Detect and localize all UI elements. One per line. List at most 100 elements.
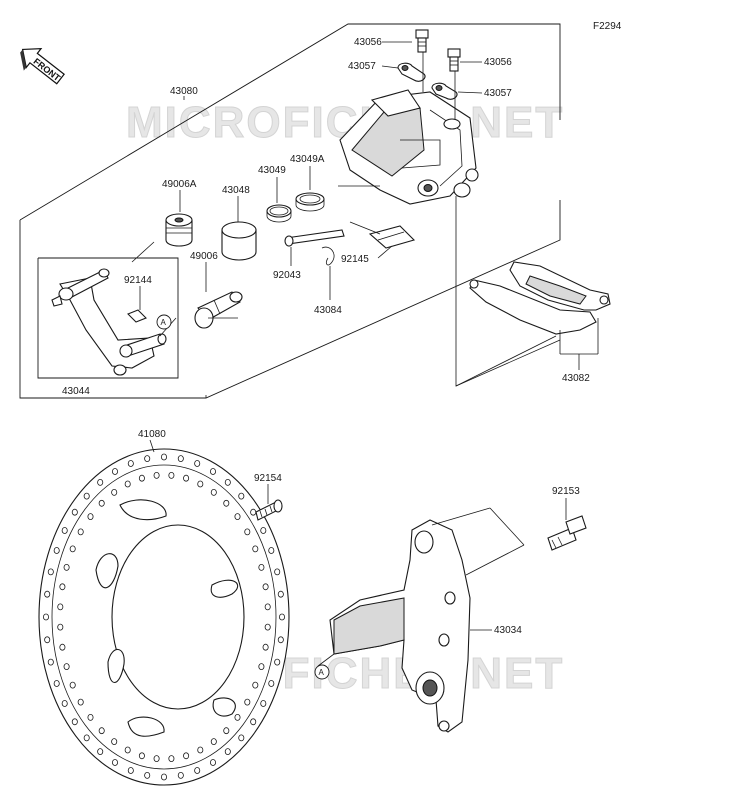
disc-hole (43, 613, 50, 621)
watermark-top: MICROFICHES.NET (126, 98, 564, 147)
bracket-subframe (37, 257, 179, 379)
disc-hole (124, 480, 131, 488)
disc-hole (183, 752, 190, 760)
label-92144: 92144 (124, 275, 152, 286)
brake-disc (38, 448, 290, 786)
disc-hole (260, 700, 267, 707)
label-92043: 92043 (273, 270, 301, 281)
disc-hole (98, 499, 105, 507)
disc-hole (209, 468, 216, 475)
bleeder-cap-a (397, 62, 426, 82)
leader-lines (131, 41, 599, 667)
disc-hole (87, 513, 94, 520)
boot-49006 (194, 291, 243, 329)
pad-pin (284, 229, 345, 247)
label-43044: 43044 (62, 386, 90, 397)
caliper-assembly-frame (19, 23, 561, 221)
disc-hole (274, 568, 281, 576)
disc-hole (160, 453, 167, 461)
disc-hole (111, 738, 118, 745)
disc-hole (277, 590, 284, 598)
disc-hole (209, 759, 216, 766)
caliper-mounting-bracket (329, 519, 471, 733)
disc-hole (234, 714, 241, 721)
svg-text:A: A (319, 668, 325, 677)
piston-seal (266, 204, 292, 223)
ref-marker-bottom: A (314, 664, 330, 680)
disc-hole (250, 508, 257, 516)
disc-hole (258, 663, 265, 670)
label-43049A: 43049A (290, 154, 325, 165)
disc-hole (224, 748, 231, 755)
bleeder-screw-b (447, 48, 461, 72)
disc-hole (223, 727, 230, 735)
disc-hole (262, 643, 269, 651)
disc-hole (97, 748, 104, 755)
piston (221, 221, 257, 261)
disc-hole (77, 528, 84, 536)
disc-hole (63, 663, 70, 670)
bleeder-cap-b (431, 82, 458, 100)
disc-hole (238, 734, 245, 742)
bracket-bolt (547, 515, 587, 551)
disc-hole (53, 547, 60, 554)
disc-hole (194, 767, 201, 774)
disc-hole (250, 718, 257, 726)
disc-hole (278, 613, 285, 621)
disc-hole (47, 658, 54, 666)
disc-hole (262, 583, 269, 591)
ref-marker-top: A (156, 314, 172, 330)
disc-hole (274, 658, 281, 666)
disc-hole (138, 474, 145, 482)
label-43056-b: 43056 (484, 57, 512, 68)
disc-hole (124, 746, 131, 754)
disc-hole (61, 700, 68, 707)
disc-hole (264, 623, 271, 631)
label-43049: 43049 (258, 165, 286, 176)
bleeder-screw-a (415, 29, 429, 53)
part-labels: 43056 43056 43057 43057 43080 43049A 430… (62, 37, 590, 636)
disc-hole (194, 460, 201, 467)
disc-hole (112, 759, 119, 766)
label-43048: 43048 (222, 185, 250, 196)
disc-hole (57, 623, 64, 631)
svg-text:A: A (161, 318, 167, 327)
label-41080: 41080 (138, 429, 166, 440)
disc-hole (153, 755, 160, 762)
dust-seal (295, 192, 325, 212)
disc-hole (197, 746, 204, 754)
disc-hole (244, 528, 251, 536)
disc-hole (210, 488, 217, 496)
disc-hole (168, 471, 175, 479)
disc-hole (83, 734, 90, 742)
caliper-bracket (51, 268, 167, 376)
disc-hole (127, 767, 134, 774)
disc-hole (153, 471, 160, 479)
disc-hole (57, 603, 64, 611)
disc-hole (83, 492, 90, 500)
label-49006A: 49006A (162, 179, 197, 190)
disc-hole (223, 499, 230, 507)
label-92145: 92145 (341, 254, 369, 265)
label-43034: 43034 (494, 625, 522, 636)
disc-hole (264, 603, 271, 611)
pad-spring-92145 (368, 225, 416, 249)
disc-hole (112, 468, 119, 475)
disc-hole (177, 772, 184, 779)
disc-hole (183, 474, 190, 482)
disc-bolt (255, 499, 283, 521)
figure-code: F2294 (593, 21, 622, 32)
disc-hole (69, 545, 76, 553)
label-43082: 43082 (562, 373, 590, 384)
disc-hole (53, 680, 60, 687)
disc-hole (160, 773, 167, 781)
disc-hole (69, 681, 76, 689)
pin-clip (321, 246, 335, 266)
disc-hole (210, 738, 217, 745)
front-arrow-icon: FRONT (20, 47, 65, 85)
disc-hole (252, 681, 259, 689)
caliper-body (339, 89, 479, 205)
disc-hole (252, 545, 259, 553)
disc-hole (44, 636, 51, 644)
